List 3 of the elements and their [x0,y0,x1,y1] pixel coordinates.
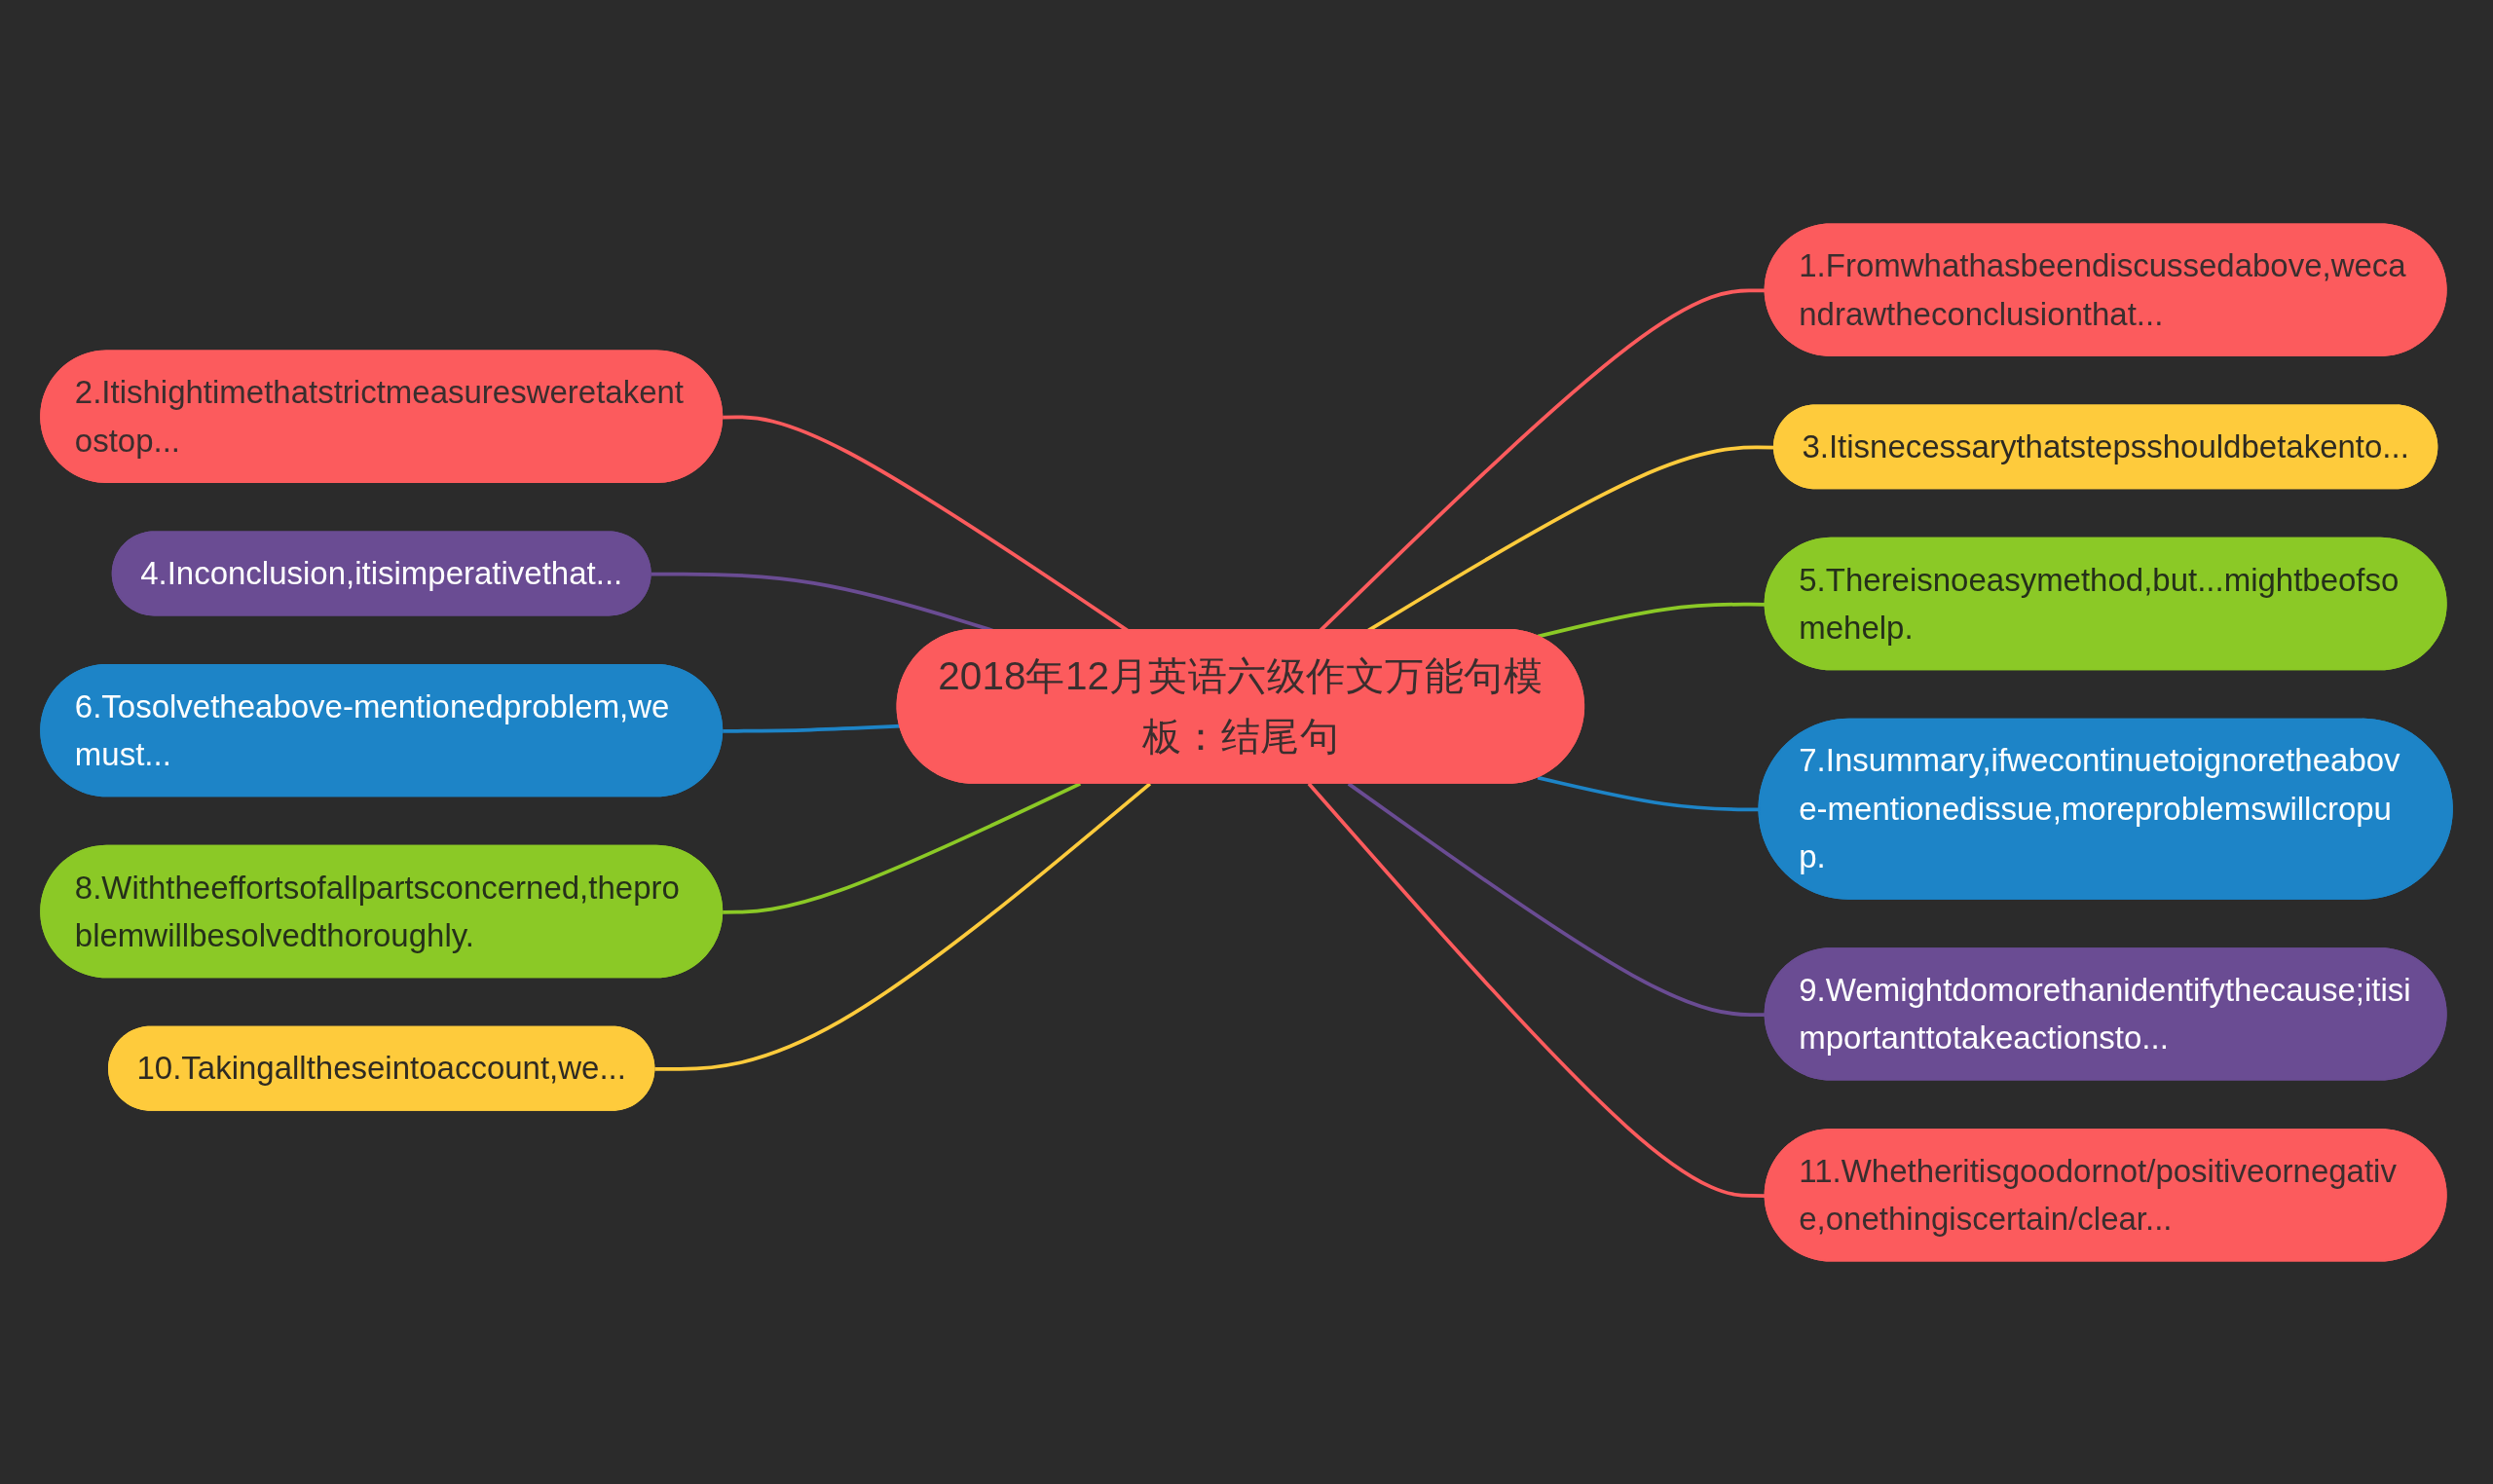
connector [654,781,1152,1071]
connector [723,781,1082,914]
connector [723,723,901,733]
